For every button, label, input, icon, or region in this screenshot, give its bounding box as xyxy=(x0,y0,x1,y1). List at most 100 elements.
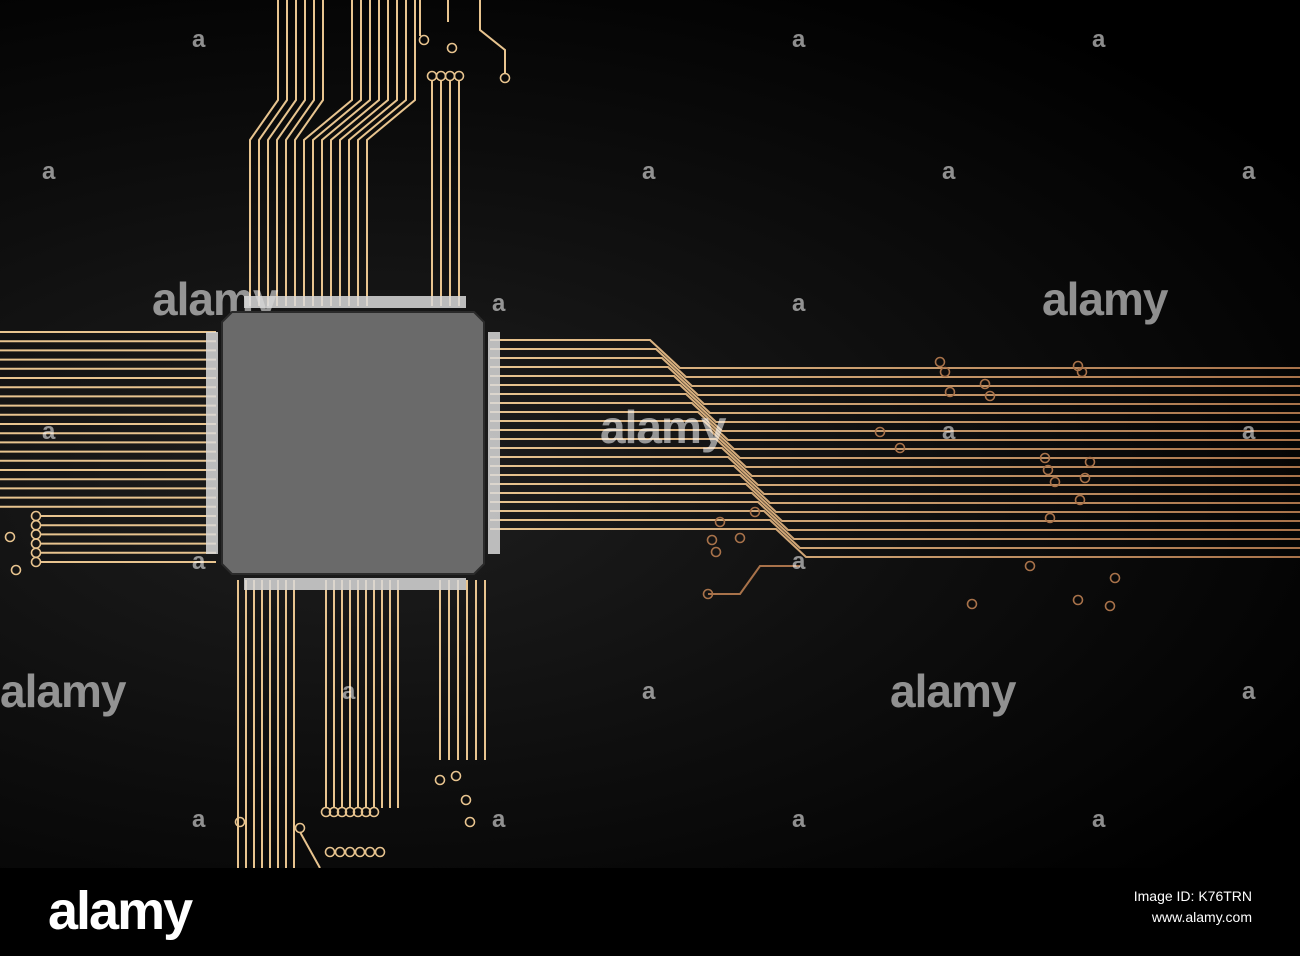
via-pad xyxy=(334,846,346,858)
watermark-logo: alamy xyxy=(1042,273,1168,325)
via-pad xyxy=(4,531,16,543)
via-pad xyxy=(435,70,447,82)
trace xyxy=(258,0,288,306)
watermark-logo: alamy xyxy=(152,273,278,325)
via-pad xyxy=(368,806,380,818)
footer-logo: alamy xyxy=(48,881,193,941)
trace xyxy=(490,456,1300,486)
watermark-symbol: a xyxy=(492,806,506,833)
via-pad xyxy=(979,378,991,390)
trace xyxy=(294,0,324,306)
via-pad xyxy=(30,519,42,531)
watermark-symbol: a xyxy=(642,678,656,705)
via-pad xyxy=(1104,600,1116,612)
via-pad xyxy=(1024,560,1036,572)
via-pad xyxy=(714,516,726,528)
trace xyxy=(490,474,1300,504)
watermark-symbol: a xyxy=(942,418,956,445)
trace xyxy=(249,0,279,306)
watermark-symbol: a xyxy=(792,548,806,575)
trace xyxy=(490,519,1300,549)
trace xyxy=(490,420,1300,450)
via-pad xyxy=(734,532,746,544)
watermark-symbol: a xyxy=(1092,806,1106,833)
via-pad xyxy=(450,770,462,782)
watermark-symbol: a xyxy=(792,806,806,833)
trace xyxy=(490,339,1300,369)
trace xyxy=(312,0,362,306)
via-pad xyxy=(1042,464,1054,476)
watermark-symbol: a xyxy=(192,806,206,833)
watermark-symbol: a xyxy=(1242,678,1256,705)
image-id-label: Image ID: K76TRN xyxy=(1133,888,1252,904)
via-pad xyxy=(939,366,951,378)
via-pad xyxy=(344,846,356,858)
trace xyxy=(490,384,1300,414)
via-pad xyxy=(1072,360,1084,372)
trace xyxy=(299,831,321,868)
trace xyxy=(330,0,380,306)
trace xyxy=(267,0,297,306)
via-pad xyxy=(336,806,348,818)
trace xyxy=(490,465,1300,495)
trace xyxy=(490,528,1300,558)
trace xyxy=(490,438,1300,468)
via-pad xyxy=(360,806,372,818)
trace xyxy=(276,0,306,306)
footer-meta: Image ID: K76TRN www.alamy.com xyxy=(1134,886,1252,928)
via-pad xyxy=(444,70,456,82)
via-pad xyxy=(320,806,332,818)
via-pad xyxy=(30,556,42,568)
via-pad xyxy=(460,794,472,806)
watermark-logo: alamy xyxy=(0,665,126,717)
via-pad xyxy=(434,774,446,786)
via-pad xyxy=(418,34,430,46)
watermark-symbol: a xyxy=(192,26,206,53)
trace xyxy=(490,501,1300,531)
via-pad xyxy=(354,846,366,858)
trace xyxy=(348,0,398,306)
trace xyxy=(490,429,1300,459)
trace xyxy=(708,565,800,595)
via-pad xyxy=(966,598,978,610)
trace xyxy=(479,0,506,74)
watermark-logo: alamy xyxy=(890,665,1016,717)
via-pad xyxy=(874,426,886,438)
via-pad xyxy=(30,510,42,522)
trace xyxy=(490,357,1300,387)
via-pad xyxy=(1049,476,1061,488)
trace xyxy=(490,348,1300,378)
via-pad xyxy=(1084,456,1096,468)
via-pad xyxy=(1079,472,1091,484)
trace xyxy=(366,0,416,306)
watermark-symbol: a xyxy=(1242,418,1256,445)
via-pad xyxy=(749,506,761,518)
trace xyxy=(357,0,407,306)
watermark-symbol: a xyxy=(792,290,806,317)
via-pad xyxy=(944,386,956,398)
via-pad xyxy=(30,538,42,549)
via-pad xyxy=(328,806,340,818)
site-url: www.alamy.com xyxy=(1151,909,1252,925)
trace xyxy=(490,411,1300,441)
via-pad xyxy=(706,534,718,546)
via-pad xyxy=(710,546,722,558)
trace xyxy=(490,393,1300,423)
watermark-symbol: a xyxy=(342,418,356,445)
trace xyxy=(490,366,1300,396)
via-pad xyxy=(374,846,386,858)
via-pad xyxy=(234,816,246,828)
watermark-symbol: a xyxy=(792,26,806,53)
via-pad xyxy=(30,529,42,540)
via-pad xyxy=(1074,494,1086,506)
via-pad xyxy=(324,846,336,858)
via-pad xyxy=(934,356,946,368)
trace xyxy=(303,0,353,306)
via-pad xyxy=(1044,512,1056,524)
via-pad xyxy=(453,70,465,82)
via-pad xyxy=(894,442,906,454)
watermark-symbol: a xyxy=(1242,158,1256,185)
watermark-symbol: a xyxy=(42,158,56,185)
watermark-symbol: a xyxy=(342,678,356,705)
trace xyxy=(321,0,371,306)
